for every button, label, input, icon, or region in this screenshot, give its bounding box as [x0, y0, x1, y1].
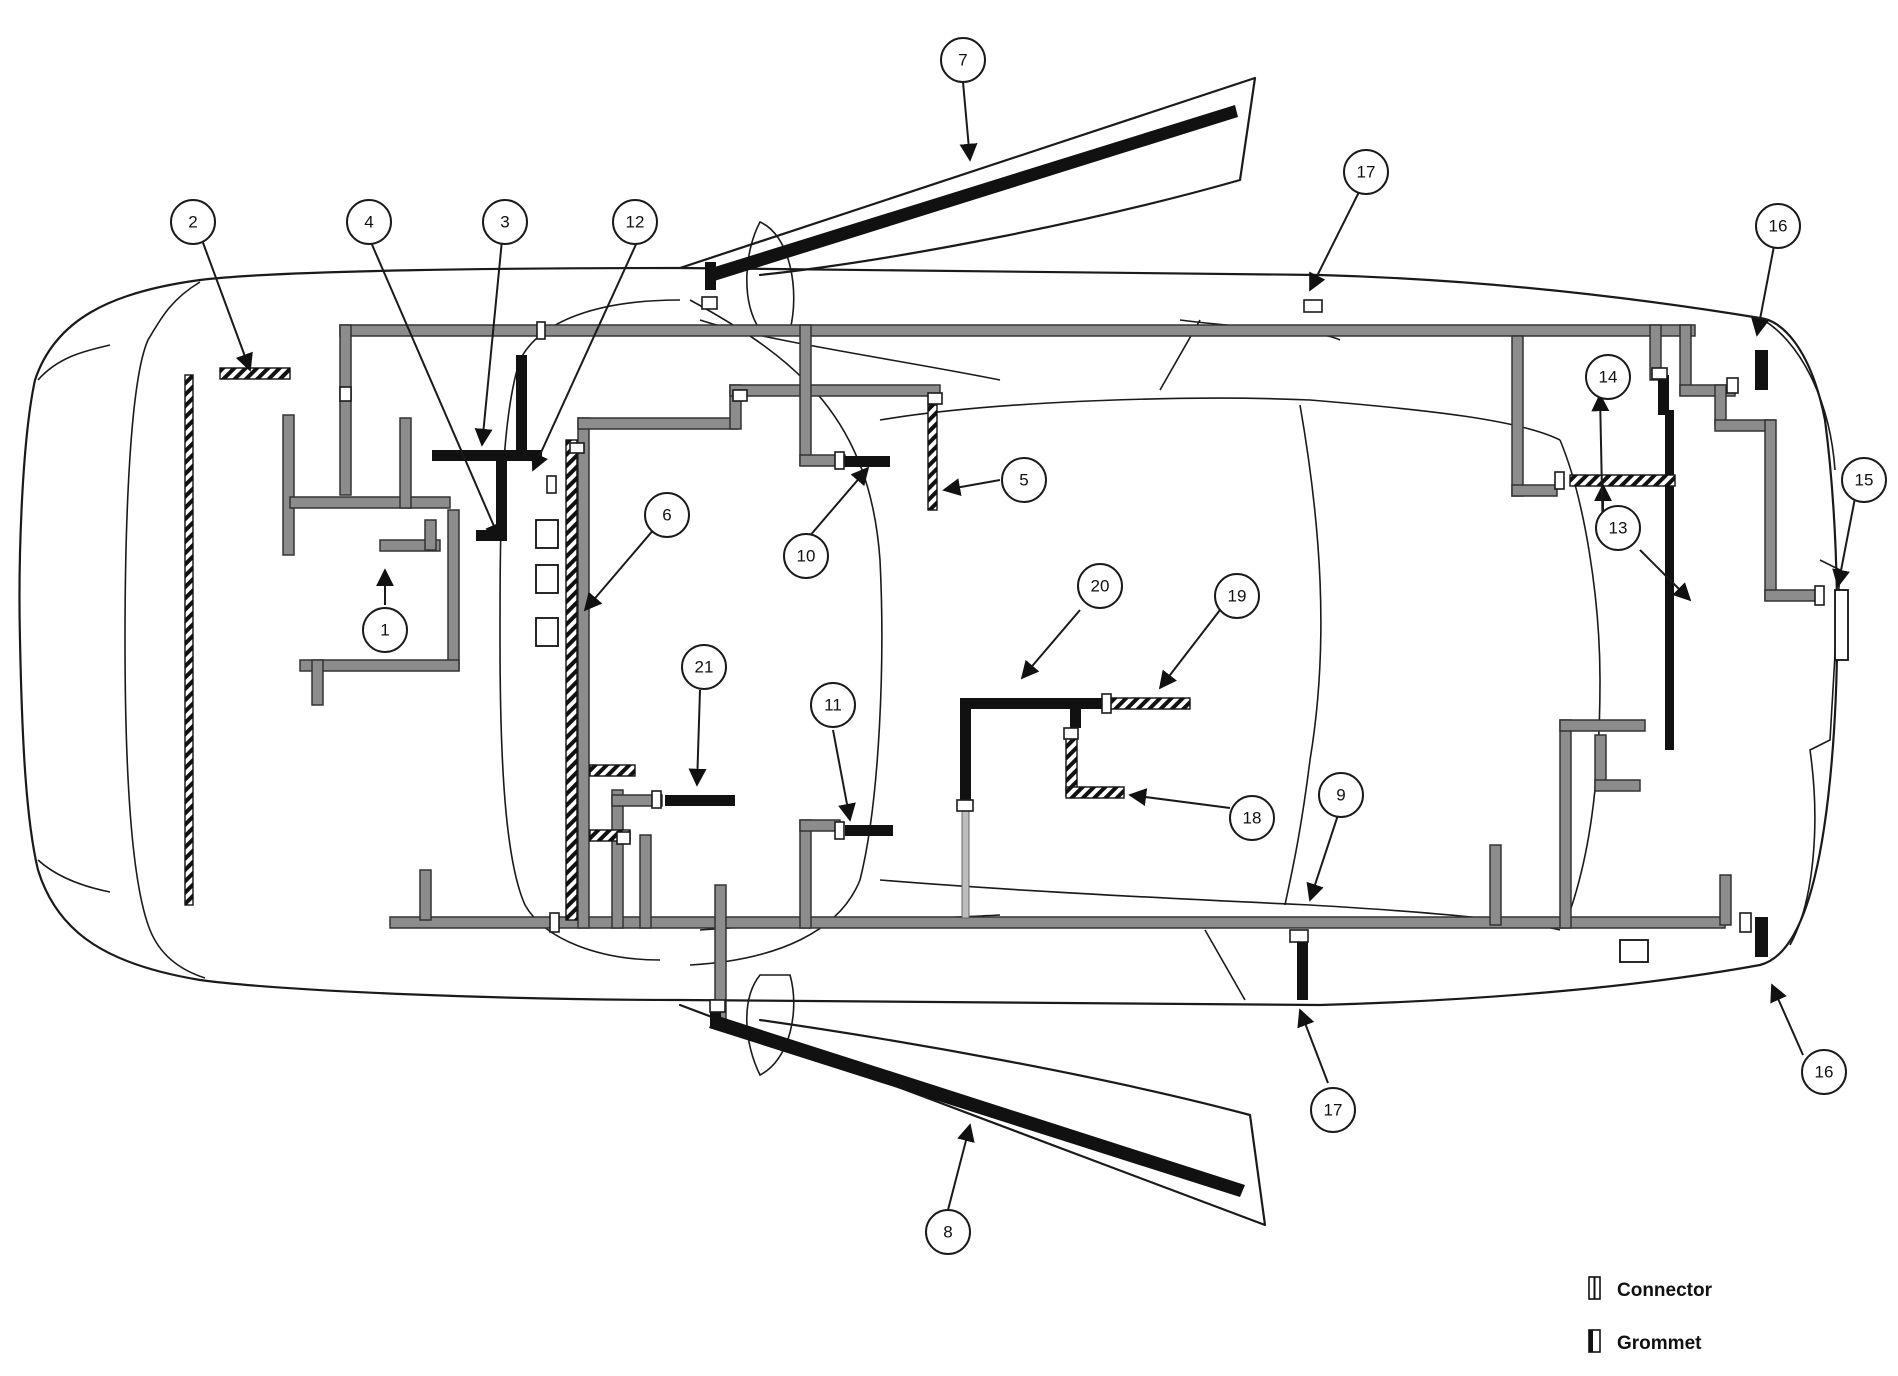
- svg-text:8: 8: [943, 1223, 952, 1242]
- callout-17-top: 17: [1343, 149, 1389, 195]
- svg-text:18: 18: [1243, 809, 1262, 828]
- callout-21: 21: [681, 644, 727, 690]
- callout-19: 19: [1214, 573, 1260, 619]
- connector-legend-icon: [1588, 1276, 1601, 1300]
- svg-text:20: 20: [1091, 577, 1110, 596]
- main-harness-gray: [282, 324, 1821, 1026]
- svg-text:3: 3: [500, 213, 509, 232]
- svg-text:16: 16: [1769, 217, 1788, 236]
- callout-18: 18: [1229, 795, 1275, 841]
- modules: [535, 519, 1849, 963]
- callout-10: 10: [783, 533, 829, 579]
- grommet-legend-label: Grommet: [1617, 1333, 1702, 1354]
- svg-text:16: 16: [1815, 1063, 1834, 1082]
- callout-8: 8: [925, 1209, 971, 1255]
- callout-2: 2: [170, 199, 216, 245]
- svg-text:5: 5: [1019, 471, 1028, 490]
- callout-20: 20: [1077, 563, 1123, 609]
- svg-text:11: 11: [824, 696, 842, 715]
- callouts: 1 2 3 4 5 6 7 8 9 10 11 12 13 14 15 16 1…: [170, 37, 1887, 1255]
- svg-text:6: 6: [662, 506, 671, 525]
- connector-legend-label: Connector: [1617, 1280, 1713, 1301]
- svg-text:7: 7: [958, 51, 967, 70]
- svg-text:2: 2: [188, 213, 197, 232]
- callout-7: 7: [940, 37, 986, 83]
- callout-1: 1: [362, 607, 408, 653]
- callout-3: 3: [482, 199, 528, 245]
- svg-text:17: 17: [1324, 1101, 1343, 1120]
- svg-text:21: 21: [695, 658, 714, 677]
- svg-text:10: 10: [797, 547, 816, 566]
- grommet-legend-icon: [1588, 1329, 1601, 1353]
- legend: Connector Grommet: [1588, 1276, 1713, 1354]
- svg-text:9: 9: [1336, 786, 1345, 805]
- svg-text:17: 17: [1357, 163, 1376, 182]
- callout-16-bottom: 16: [1801, 1049, 1847, 1095]
- svg-text:15: 15: [1855, 471, 1874, 490]
- connectors: [339, 296, 1825, 1013]
- hatched-harnesses: [184, 367, 1676, 921]
- callout-14: 14: [1585, 354, 1631, 400]
- car-body-outline: [18, 76, 1841, 1227]
- svg-text:14: 14: [1599, 368, 1618, 387]
- svg-text:1: 1: [380, 621, 389, 640]
- callout-5: 5: [1001, 457, 1047, 503]
- svg-text:19: 19: [1228, 587, 1247, 606]
- callout-15: 15: [1841, 457, 1887, 503]
- callout-11: 11: [810, 682, 856, 728]
- callout-16-top: 16: [1755, 203, 1801, 249]
- callout-9: 9: [1318, 772, 1364, 818]
- callout-13: 13: [1595, 505, 1641, 551]
- callout-17-bottom: 17: [1310, 1087, 1356, 1133]
- callout-4: 4: [346, 199, 392, 245]
- harness-20-link: [961, 809, 970, 919]
- svg-text:13: 13: [1609, 519, 1628, 538]
- svg-text:4: 4: [364, 213, 373, 232]
- callout-6: 6: [644, 492, 690, 538]
- callout-12: 12: [612, 199, 658, 245]
- svg-text:12: 12: [626, 213, 645, 232]
